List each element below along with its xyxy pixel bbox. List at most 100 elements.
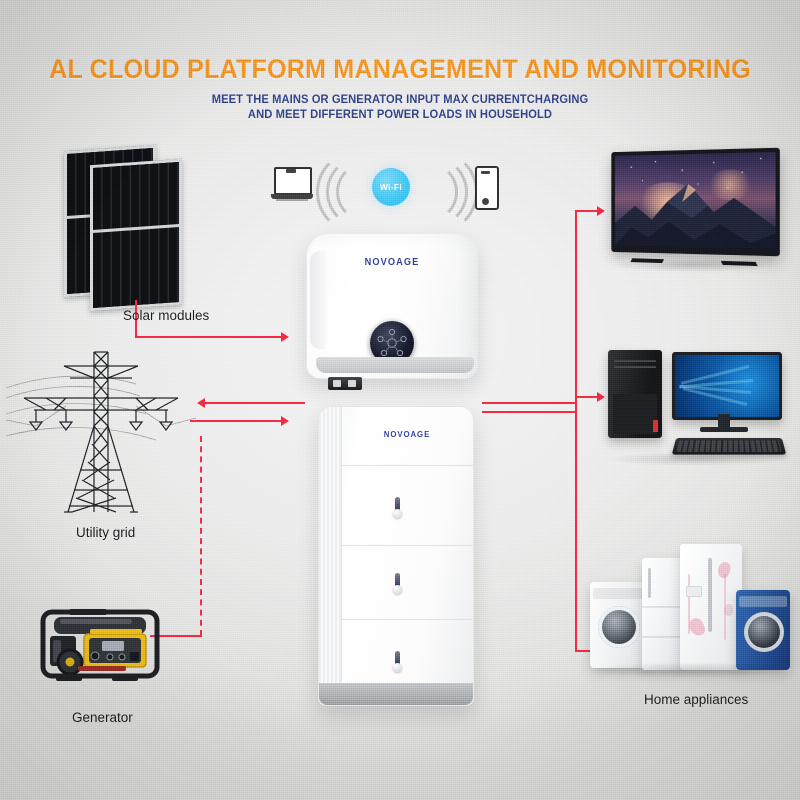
subtitle-line-1: MEET THE MAINS OR GENERATOR INPUT MAX CU… xyxy=(211,94,589,106)
fuel-generator xyxy=(40,600,160,688)
inverter-connector-port xyxy=(333,380,341,387)
monitor-neck xyxy=(718,414,730,428)
solar-wire-arrowhead xyxy=(281,332,289,342)
wifi-label: Wi-Fi xyxy=(379,182,403,192)
battery-brand: NOVOAGE xyxy=(383,429,431,439)
fridge-floral-stem xyxy=(688,574,690,634)
keyboard-keys xyxy=(676,440,782,452)
indicator-stem xyxy=(395,651,400,665)
refrigerator-three-door xyxy=(642,558,684,670)
washer-door xyxy=(598,606,640,648)
washer-door xyxy=(744,612,784,652)
laptop-foot xyxy=(276,199,308,201)
phone-speaker xyxy=(481,171,490,174)
tower-accent-stripe xyxy=(653,420,658,432)
solar-wire-vertical xyxy=(135,314,137,337)
laptop-base xyxy=(271,194,313,199)
grid-export-wire xyxy=(190,420,282,422)
fridge-handle xyxy=(708,558,712,632)
solar-cells xyxy=(93,161,179,309)
washer-control-panel xyxy=(739,596,787,607)
appliance-branch-wire xyxy=(575,650,599,652)
load-feed-wire-b xyxy=(482,411,576,413)
pc-branch-arrowhead xyxy=(597,392,605,402)
label-generator: Generator xyxy=(72,710,133,725)
inverter-display-graphic xyxy=(377,328,407,357)
inverter-base-trim xyxy=(316,357,474,373)
wifi-arc-left-3 xyxy=(316,150,400,234)
laptop-camera-bar xyxy=(286,169,296,173)
grid-export-arrowhead xyxy=(281,416,289,426)
indicator-knob xyxy=(393,585,402,594)
pc-monitor xyxy=(672,352,782,420)
tower-drive-bay xyxy=(614,366,656,368)
home-appliances xyxy=(590,532,790,672)
monitor-base xyxy=(700,427,748,432)
grid-import-wire xyxy=(205,402,305,404)
label-utility-grid: Utility grid xyxy=(76,525,136,540)
battery-module-divider xyxy=(341,619,473,620)
inverter-connectors xyxy=(328,377,362,390)
label-home-appliances: Home appliances xyxy=(644,692,749,707)
page-title: AL CLOUD PLATFORM MANAGEMENT AND MONITOR… xyxy=(49,54,751,84)
pc-shadow xyxy=(606,452,786,466)
generator-svg xyxy=(40,609,160,681)
battery-module-indicator xyxy=(393,651,402,673)
solar-wire-horizontal xyxy=(135,336,282,338)
fridge-dispenser xyxy=(686,586,702,597)
solar-panel-front xyxy=(90,158,182,312)
inverter-side-panel xyxy=(310,251,326,349)
transmission-tower xyxy=(5,340,197,525)
tower-drive-bay xyxy=(614,360,656,362)
pc-branch-wire xyxy=(575,396,599,398)
tv-branch-wire xyxy=(575,210,599,212)
washing-machine-white xyxy=(590,582,648,668)
label-solar-modules: Solar modules xyxy=(123,308,210,323)
washing-machine-blue xyxy=(736,590,790,670)
indicator-knob xyxy=(393,663,402,672)
tower-front-panel xyxy=(613,394,657,434)
fridge-handle xyxy=(648,568,651,598)
tv-screen xyxy=(614,151,776,249)
refrigerator-side-by-side xyxy=(680,544,742,670)
load-bus-vertical xyxy=(575,211,577,651)
smartphone-icon xyxy=(475,166,499,210)
fridge-floral-stem xyxy=(724,574,726,640)
desktop-computer xyxy=(608,348,788,458)
tv-branch-arrowhead xyxy=(597,206,605,216)
subtitle-line-2: AND MEET DIFFERENT POWER LOADS IN HOUSEH… xyxy=(247,109,553,121)
television xyxy=(611,147,780,267)
fridge-door-seam xyxy=(642,636,684,638)
battery-module-divider xyxy=(341,545,473,546)
phone-home-button xyxy=(482,198,489,205)
monitor-screen xyxy=(675,355,779,417)
generator-wire-dashed xyxy=(200,436,202,636)
battery-shell: NOVOAGE xyxy=(318,406,474,706)
battery-side-vents xyxy=(319,407,342,705)
pc-tower xyxy=(608,350,662,438)
generator-wire-horizontal xyxy=(150,635,202,637)
wifi-badge: Wi-Fi xyxy=(372,168,410,206)
indicator-stem xyxy=(395,573,400,587)
laptop-icon xyxy=(271,167,313,203)
tv-wallpaper xyxy=(614,157,776,249)
hybrid-inverter: NOVOAGE xyxy=(306,233,478,390)
inverter-brand: NOVOAGE xyxy=(364,257,420,268)
battery-module-divider xyxy=(341,465,473,466)
battery-module-indicator xyxy=(393,573,402,595)
grid-import-arrowhead xyxy=(197,398,205,408)
battery-module-indicator xyxy=(393,497,402,519)
inverter-connector-port xyxy=(348,380,356,387)
indicator-stem xyxy=(395,497,400,511)
battery-base xyxy=(319,683,473,705)
appliances-shadow xyxy=(588,662,793,678)
battery-stack: NOVOAGE xyxy=(318,406,474,706)
washer-control-panel xyxy=(593,588,645,599)
transmission-tower-svg xyxy=(5,351,197,513)
solar-stem-wire xyxy=(135,300,137,314)
page-subtitle: MEET THE MAINS OR GENERATOR INPUT MAX CU… xyxy=(12,93,788,123)
load-feed-wire-a xyxy=(482,402,576,404)
tv-shadow xyxy=(612,258,774,272)
indicator-knob xyxy=(393,509,402,518)
